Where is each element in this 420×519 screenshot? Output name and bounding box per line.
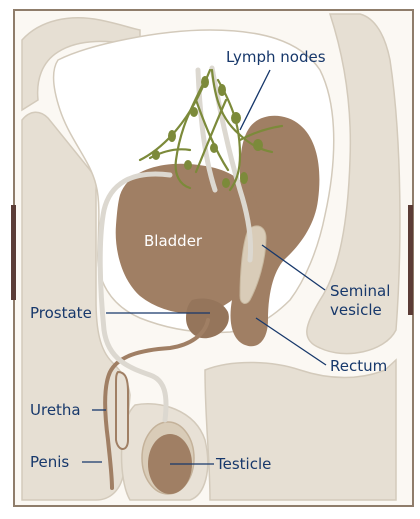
right-accent-bar [408,205,413,315]
lymph-node [218,84,226,96]
label-lymph-nodes: Lymph nodes [226,48,326,66]
lymph-node [253,139,263,151]
label-seminal-line2: vesicle [330,301,382,319]
lymph-node [210,143,218,153]
penis-shaft [116,372,128,449]
lymph-node [222,178,230,188]
lymph-node [168,130,176,142]
label-seminal-line1: Seminal [330,282,390,300]
lymph-node [231,112,241,124]
label-prostate: Prostate [30,304,92,322]
label-uretha: Uretha [30,401,81,419]
label-rectum: Rectum [330,357,387,375]
label-testicle: Testicle [215,455,271,473]
lower-tissue [205,360,396,500]
label-penis: Penis [30,453,69,471]
lymph-node [184,160,192,170]
left-accent-bar [11,205,16,300]
lymph-node [201,76,209,88]
lymph-node [240,172,248,184]
lymph-node [190,107,198,117]
lymph-node [152,150,160,160]
label-bladder: Bladder [144,232,203,250]
